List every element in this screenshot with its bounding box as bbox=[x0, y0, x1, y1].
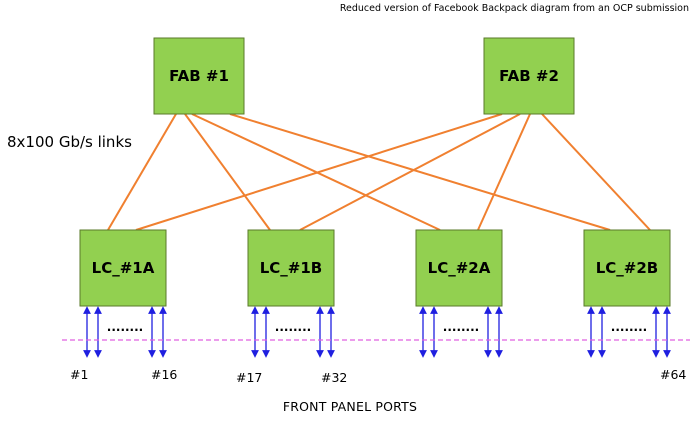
fabric-switch-label: FAB #1 bbox=[169, 67, 229, 85]
link-fab1-lc1b bbox=[184, 113, 271, 231]
line-card-box bbox=[247, 229, 335, 307]
port-label-64: #64 bbox=[660, 367, 687, 382]
line-card-box bbox=[415, 229, 503, 307]
fabric-switch-label: FAB #2 bbox=[499, 67, 559, 85]
port-label-17: #17 bbox=[236, 370, 263, 385]
front-panel-ports-label: FRONT PANEL PORTS bbox=[282, 399, 418, 414]
port-label-16: #16 bbox=[151, 367, 178, 382]
port-ellipsis-lc1b: ........ bbox=[275, 320, 311, 334]
link-fab2-lc2a bbox=[477, 113, 531, 231]
fabric-switch-fab2: FAB #2 bbox=[483, 37, 575, 115]
link-fab2-lc1a bbox=[135, 113, 503, 231]
line-card-box bbox=[79, 229, 167, 307]
fabric-links bbox=[107, 113, 651, 231]
line-card-lc2b: LC_#2B bbox=[583, 229, 671, 307]
line-card-box bbox=[583, 229, 671, 307]
fabric-switch-box bbox=[483, 37, 575, 115]
port-ellipsis-lc1a: ........ bbox=[107, 320, 143, 334]
port-ellipsis-lc2a: ........ bbox=[443, 320, 479, 334]
link-fab2-lc2b bbox=[541, 113, 651, 231]
link-fab1-lc1a bbox=[107, 113, 177, 231]
line-card-lc1b: LC_#1B bbox=[247, 229, 335, 307]
front-panel-ports: ................................ bbox=[83, 306, 671, 358]
line-card-label: LC_#1B bbox=[260, 259, 323, 277]
port-label-1: #1 bbox=[70, 367, 89, 382]
port-ellipsis-lc2b: ........ bbox=[611, 320, 647, 334]
switch-boxes: FAB #1 FAB #2 LC_#1A LC_#1B LC_#2A LC_#2B bbox=[79, 37, 671, 307]
link-fab1-lc2b bbox=[229, 113, 611, 231]
diagram-caption: Reduced version of Facebook Backpack dia… bbox=[339, 3, 689, 14]
line-card-label: LC_#1A bbox=[92, 259, 155, 277]
line-card-label: LC_#2A bbox=[428, 259, 491, 277]
links-label: 8x100 Gb/s links bbox=[7, 133, 132, 151]
line-card-lc2a: LC_#2A bbox=[415, 229, 503, 307]
port-label-32: #32 bbox=[321, 370, 348, 385]
line-card-lc1a: LC_#1A bbox=[79, 229, 167, 307]
link-fab2-lc1b bbox=[299, 113, 521, 231]
fabric-switch-fab1: FAB #1 bbox=[153, 37, 245, 115]
line-card-label: LC_#2B bbox=[596, 259, 659, 277]
fabric-switch-box bbox=[153, 37, 245, 115]
